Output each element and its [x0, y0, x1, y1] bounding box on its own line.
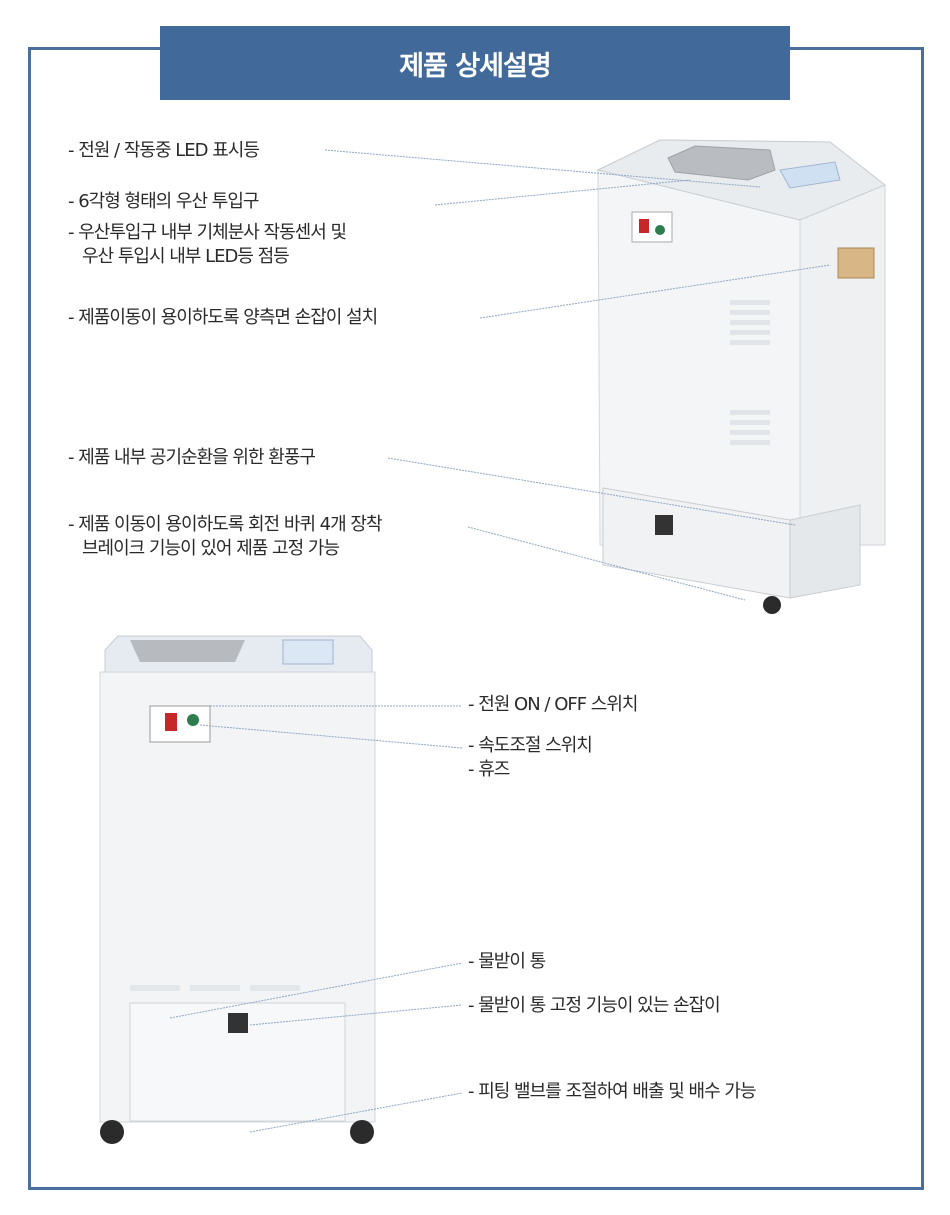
callout-text: - 우산투입구 내부 기체분사 작동센서 및: [68, 222, 347, 243]
callout-text-line2: 우산 투입시 내부 LED등 점등: [82, 246, 290, 267]
callout-text: - 제품 내부 공기순환을 위한 환풍구: [68, 447, 316, 468]
callout-text: - 전원 ON / OFF 스위치: [468, 694, 638, 715]
product-angled-view: [596, 139, 886, 614]
callout-text: - 물받이 통 고정 기능이 있는 손잡이: [468, 995, 721, 1016]
callout-text: - 속도조절 스위치: [468, 735, 593, 756]
callout-tray-handle: - 물받이 통 고정 기능이 있는 손잡이: [468, 994, 721, 1018]
section-header: 제품 상세설명: [160, 26, 790, 100]
callout-text-line2: - 휴즈: [468, 759, 510, 780]
callout-text-line2: 브레이크 기능이 있어 제품 고정 가능: [82, 538, 340, 559]
callout-text: - 6각형 형태의 우산 투입구: [68, 191, 259, 212]
callout-text: - 제품이동이 용이하도록 양측면 손잡이 설치: [68, 307, 378, 328]
leader-lines: [169, 149, 831, 1133]
product-front-view: [99, 635, 376, 1144]
page-title: 제품 상세설명: [399, 50, 551, 82]
callout-text: - 전원 / 작동중 LED 표시등: [68, 140, 260, 161]
callout-text: - 제품 이동이 용이하도록 회전 바퀴 4개 장착: [68, 514, 383, 535]
callout-text: - 물받이 통: [468, 951, 546, 972]
callout-text: - 피팅 밸브를 조절하여 배출 및 배수 가능: [468, 1081, 757, 1102]
callout-side-handles: - 제품이동이 용이하도록 양측면 손잡이 설치: [68, 306, 378, 330]
callout-speed-fuse: - 속도조절 스위치 - 휴즈: [468, 734, 593, 782]
callout-hexagon-inlet: - 6각형 형태의 우산 투입구: [68, 190, 259, 214]
callout-drip-tray: - 물받이 통: [468, 950, 546, 974]
callout-vent: - 제품 내부 공기순환을 위한 환풍구: [68, 446, 316, 470]
callout-fitting-valve: - 피팅 밸브를 조절하여 배출 및 배수 가능: [468, 1080, 757, 1104]
callout-led-indicator: - 전원 / 작동중 LED 표시등: [68, 139, 260, 163]
callout-power-switch: - 전원 ON / OFF 스위치: [468, 693, 638, 717]
